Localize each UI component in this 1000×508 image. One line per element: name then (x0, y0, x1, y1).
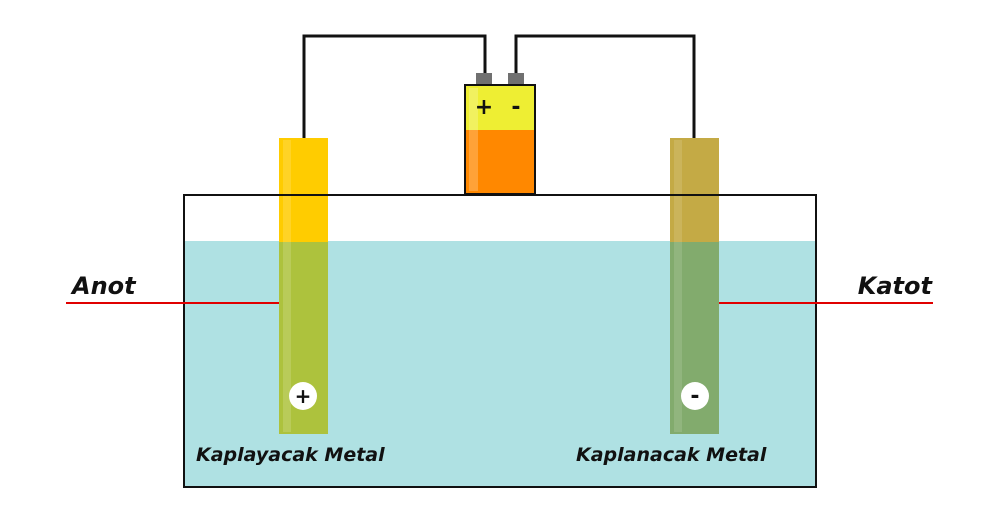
cathode-electrode-highlight (674, 140, 682, 432)
cathode-sign-badge (681, 382, 709, 410)
positive-wire (302, 34, 487, 140)
electrolysis-tank (183, 194, 817, 488)
battery-highlight (469, 88, 478, 191)
cathode-label: Katot (858, 272, 934, 300)
battery: + - (464, 73, 536, 195)
cathode-sign: - (690, 384, 699, 409)
negative-wire (514, 34, 696, 140)
anode-metal-label: Kaplayacak Metal (196, 444, 385, 466)
cathode-electrode-dry-part (670, 138, 719, 242)
battery-positive-terminal (476, 73, 492, 85)
anode-sign: + (295, 384, 312, 408)
anode-label: Anot (70, 272, 137, 300)
anode-electrode-highlight (283, 140, 291, 432)
battery-negative-terminal (508, 73, 524, 85)
cathode-electrode: - (670, 138, 719, 434)
battery-body-section (465, 130, 535, 194)
cathode-metal-label: Kaplanacak Metal (576, 444, 767, 466)
battery-top-section (465, 85, 535, 130)
battery-positive-sign: + (475, 95, 493, 120)
anode-electrode-dry-part (279, 138, 328, 242)
anode-electrode: + (279, 138, 328, 434)
anode-sign-badge (289, 382, 317, 410)
battery-negative-sign: - (511, 95, 520, 120)
